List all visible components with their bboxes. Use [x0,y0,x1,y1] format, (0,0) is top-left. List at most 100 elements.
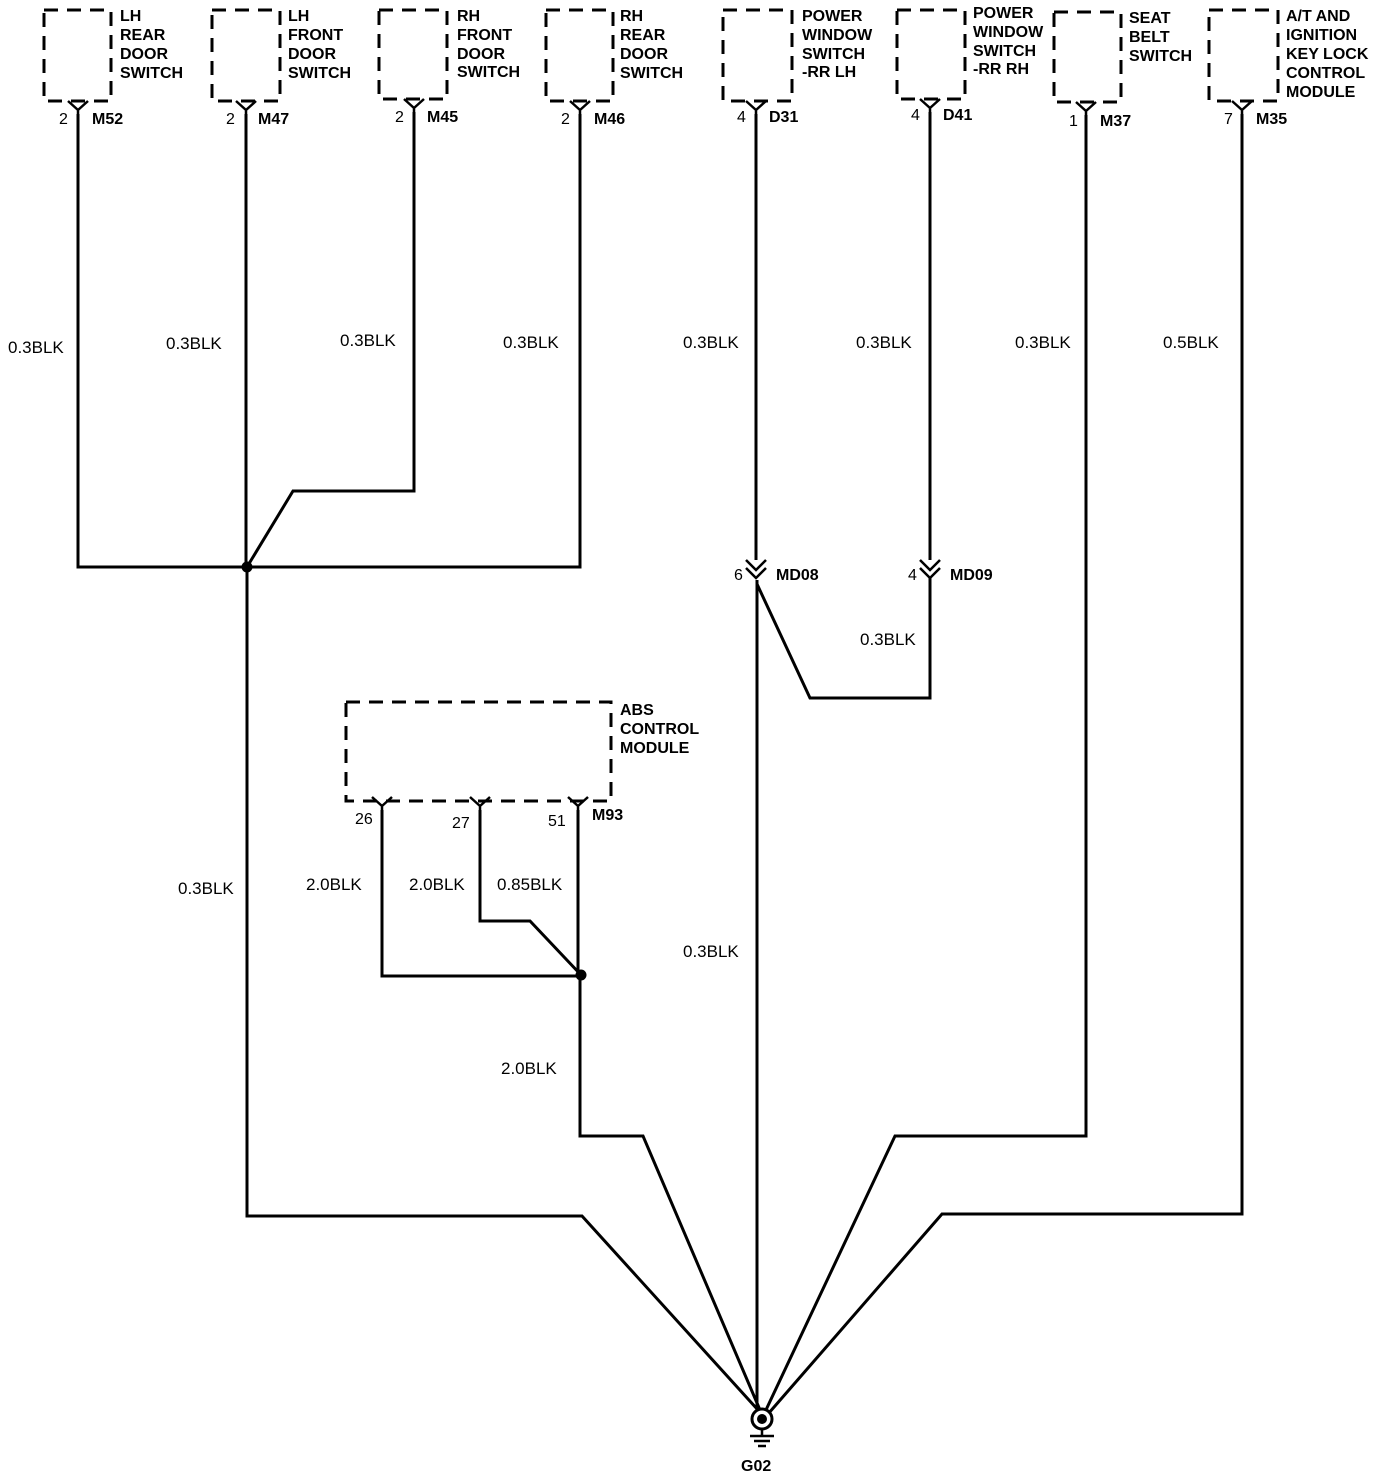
wire-label: 0.3BLK [340,331,396,350]
wire-label: 0.3BLK [856,333,912,352]
wire-door-trunk [245,567,760,1412]
connector-id: MD09 [950,567,993,584]
component-label-line: SWITCH [457,64,520,81]
pin-number: 4 [911,107,920,124]
component-label-line: DOOR [120,46,168,63]
component-label-line: A/T AND [1286,8,1350,25]
wire-label: 0.85BLK [497,875,563,894]
pin-number: 2 [59,111,68,128]
wire-m35 [766,114,1244,1415]
component-label-line: POWER [973,5,1034,22]
component-label-line: REAR [120,27,166,44]
component-label-line: LH [120,8,141,25]
component-label-line: SWITCH [288,65,351,82]
wire-m46 [247,114,582,569]
pin-number: 2 [561,111,570,128]
component-label-line: BELT [1129,29,1170,46]
component-label-line: FRONT [288,27,343,44]
splice-point [575,969,587,981]
component-at-ignition-key-lock-module: A/T AND IGNITION KEY LOCK CONTROL MODULE [1207,8,1369,103]
connector-id: M47 [258,111,289,128]
pin-number: 2 [395,109,404,126]
connector-id: MD08 [776,567,819,584]
component-label-line: SEAT [1129,10,1171,27]
wire-m37 [763,115,1088,1413]
component-label-line: FRONT [457,27,512,44]
wire-labels: 0.3BLK 0.3BLK 0.3BLK 0.3BLK 0.3BLK 0.3BL… [8,331,1219,1078]
component-label-line: ABS [620,702,654,719]
connector-id: M45 [427,109,458,126]
splice-point [241,561,253,573]
component-label-line: MODULE [620,740,690,757]
component-label-line: REAR [620,27,666,44]
component-label-line: KEY LOCK [1286,46,1369,63]
connector-id: M37 [1100,113,1131,130]
wire-label: 0.5BLK [1163,333,1219,352]
component-abs-control-module: ABS CONTROL MODULE [344,700,699,803]
component-seat-belt-switch: SEAT BELT SWITCH [1052,10,1192,104]
component-power-window-switch-rr-lh: POWER WINDOW SWITCH -RR LH [721,8,873,103]
wire-label: 2.0BLK [409,875,465,894]
component-label-line: DOOR [620,46,668,63]
connector-labels: 2 M52 2 M47 2 M45 2 M46 4 D31 4 D41 1 M3… [59,107,1287,832]
wire-m52 [76,114,247,569]
pin-number: 7 [1224,111,1233,128]
connector-id: M52 [92,111,123,128]
component-power-window-switch-rr-rh: POWER WINDOW SWITCH -RR RH [895,5,1044,101]
component-label-line: LH [288,8,309,25]
wires [76,112,1244,1415]
component-lh-front-door-switch: LH FRONT DOOR SWITCH [210,8,351,103]
component-label-line: DOOR [457,46,505,63]
wire-label: 0.3BLK [8,338,64,357]
component-label-line: RH [457,8,480,25]
wire-label: 2.0BLK [306,875,362,894]
component-label-line: IGNITION [1286,27,1357,44]
component-label-line: -RR LH [802,64,856,81]
component-label-line: CONTROL [620,721,699,738]
pin-number: 51 [548,813,566,830]
terminal-symbols [67,98,1253,810]
wire-label: 0.3BLK [178,879,234,898]
component-rh-front-door-switch: RH FRONT DOOR SWITCH [377,8,520,101]
wire-abs-26 [380,810,582,978]
component-label-line: POWER [802,8,863,25]
connector-id: M93 [592,807,623,824]
connector-id: D41 [943,107,972,124]
connector-id: M35 [1256,111,1287,128]
component-rh-rear-door-switch: RH REAR DOOR SWITCH [544,8,683,103]
wire-label: 0.3BLK [503,333,559,352]
wire-label: 0.3BLK [683,942,739,961]
wire-m45 [245,112,416,568]
component-label-line: WINDOW [973,24,1044,41]
pin-number: 6 [734,567,743,584]
component-label-line: SWITCH [1129,48,1192,65]
component-label-line: SWITCH [120,65,183,82]
wire-label: 0.3BLK [860,630,916,649]
wire-abs-27 [478,810,584,978]
pin-number: 1 [1069,113,1078,130]
wire-label: 2.0BLK [501,1059,557,1078]
component-label-line: CONTROL [1286,65,1365,82]
component-label-line: -RR RH [973,61,1029,78]
pin-number: 26 [355,811,373,828]
connector-id: D31 [769,109,798,126]
wire-abs-trunk [578,976,762,1411]
pin-number: 2 [226,111,235,128]
wire-label: 0.3BLK [1015,333,1071,352]
wire-md09-to-md08 [755,578,932,700]
component-label-line: SWITCH [620,65,683,82]
wire-label: 0.3BLK [683,333,739,352]
component-label-line: WINDOW [802,27,873,44]
connector-id: M46 [594,111,625,128]
component-lh-rear-door-switch: LH REAR DOOR SWITCH [42,8,183,103]
component-label-line: RH [620,8,643,25]
pin-number: 4 [737,109,746,126]
ground-icon [750,1407,774,1448]
component-label-line: DOOR [288,46,336,63]
component-label-line: SWITCH [802,46,865,63]
component-label-line: SWITCH [973,43,1036,60]
ground-label: G02 [741,1458,771,1475]
pin-number: 4 [908,567,917,584]
component-label-line: MODULE [1286,84,1356,101]
